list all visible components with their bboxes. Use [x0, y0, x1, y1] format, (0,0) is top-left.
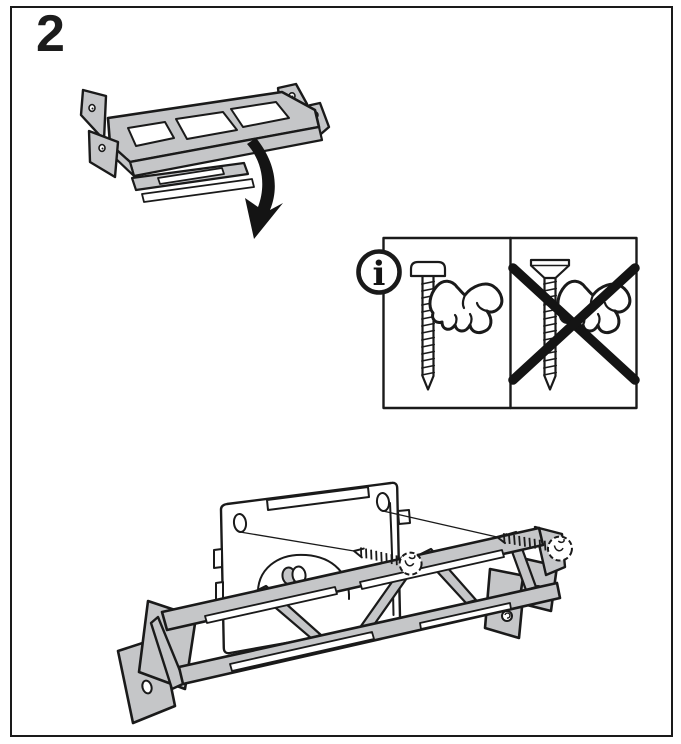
mounting-bracket: [116, 525, 567, 725]
pan-screw-head: [409, 260, 447, 278]
screw-head: [398, 551, 423, 576]
flange-hole-dot: [101, 147, 104, 150]
flange-hole: [141, 679, 153, 695]
wall-bracket: [79, 82, 331, 203]
bracket-cutout: [127, 121, 175, 147]
plate-slot: [266, 486, 370, 511]
screw-threads: [421, 280, 435, 376]
screw-icon: [353, 547, 423, 576]
guide-line: [239, 531, 355, 552]
lip-slot: [157, 167, 225, 185]
bracket-cutout: [175, 111, 238, 140]
plate-side-tab: [397, 509, 411, 525]
page-border: [10, 6, 673, 737]
info-icon: i: [356, 249, 402, 295]
bracket-flange: [87, 129, 120, 179]
plate-edge-notch: [215, 581, 224, 601]
flange-hole-dot: [91, 107, 94, 110]
screw-head-drive: [553, 538, 565, 552]
bracket-cutout: [204, 586, 338, 624]
assembly-illustration: [116, 481, 573, 725]
screw-icon: [496, 533, 573, 562]
screw-head: [546, 535, 573, 562]
bracket-end-web: [149, 615, 187, 691]
step-number: 2: [36, 5, 65, 63]
prohibited-screw-panel: [508, 258, 640, 391]
bracket-cutout: [229, 631, 375, 672]
bracket-flip-illustration: [79, 82, 331, 239]
prohibition-x-icon: [508, 263, 640, 385]
curved-flip-arrow-icon: [245, 138, 283, 239]
cross-stroke: [508, 263, 640, 385]
guide-line: [382, 510, 498, 538]
allowed-screw-panel: [409, 260, 504, 391]
bracket-cutout: [230, 101, 290, 128]
bracket-cutout: [359, 549, 505, 590]
bracket-under-strip: [141, 178, 255, 203]
info-icon-glyph: i: [373, 254, 386, 294]
info-icon-circle: [356, 249, 402, 295]
rivet-mark: [504, 612, 511, 619]
plate-edge-notch: [213, 548, 223, 569]
screw-type-info-box: i: [356, 236, 640, 410]
screw-head-drive: [404, 554, 416, 567]
screw-threads: [502, 533, 552, 552]
bracket-cutout: [419, 602, 512, 630]
